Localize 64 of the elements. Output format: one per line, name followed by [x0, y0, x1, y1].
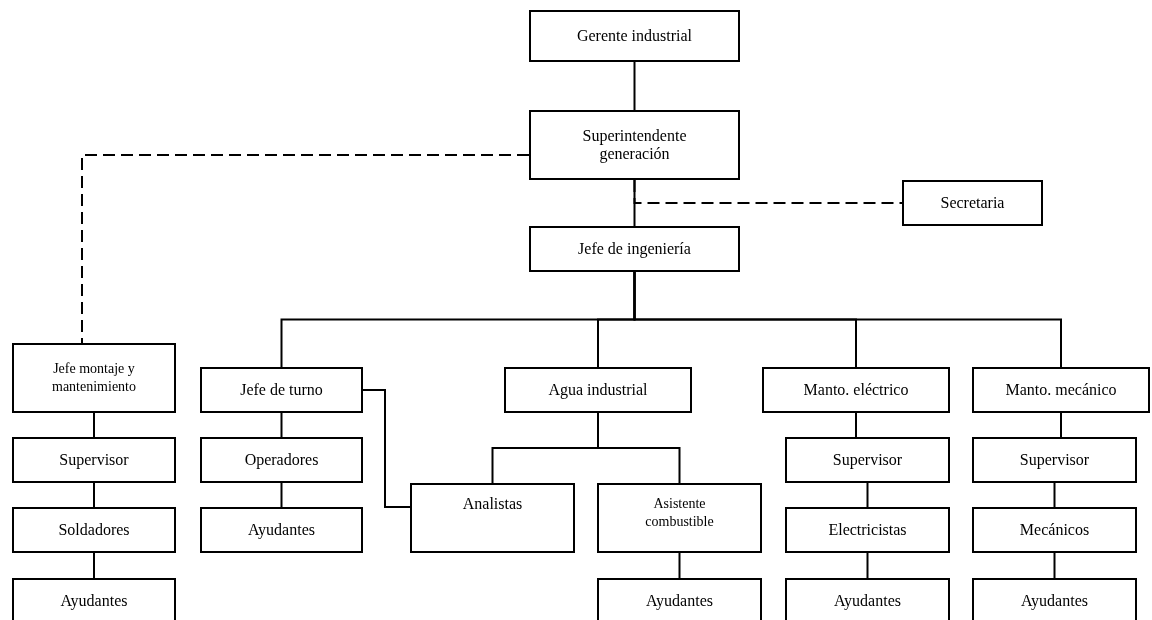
connector-line — [280, 482, 283, 508]
org-box — [529, 226, 740, 272]
org-box — [762, 367, 950, 413]
role-label: Manto. mecánico — [1004, 381, 1118, 399]
role-label: Mecánicos — [1018, 521, 1091, 539]
role-label: Agua industrial — [547, 381, 649, 399]
connector-line — [597, 412, 681, 484]
org-box — [785, 507, 950, 553]
org-box — [597, 483, 762, 553]
role-label: Supervisor — [58, 451, 130, 469]
role-label: Manto. eléctrico — [802, 381, 910, 399]
role-label: Operadores — [243, 451, 320, 469]
role-label: Asistente combustible — [644, 495, 715, 532]
role-label: Ayudantes — [645, 592, 714, 610]
org-box — [410, 483, 575, 553]
org-box — [597, 578, 762, 620]
role-label: Gerente industrial — [575, 27, 694, 45]
role-label: Ayudantes — [833, 592, 902, 610]
org-box — [200, 437, 363, 483]
org-box — [972, 578, 1137, 620]
connector-line — [633, 61, 636, 111]
connector-line — [93, 412, 95, 438]
org-box — [12, 343, 176, 413]
org-box — [785, 578, 950, 620]
org-box — [200, 367, 363, 413]
role-label: Ayudantes — [59, 592, 129, 610]
connector-line — [866, 552, 869, 579]
org-box — [529, 110, 740, 180]
connector-line — [1053, 482, 1056, 508]
org-box — [529, 10, 740, 62]
connector-line — [1060, 412, 1062, 438]
role-label: Superintendente generación — [581, 127, 688, 163]
connector-line — [1053, 552, 1056, 579]
org-box — [200, 507, 363, 553]
connector-line — [633, 271, 1062, 368]
org-box — [972, 437, 1137, 483]
role-label: Jefe montaje y mantenimiento — [51, 359, 137, 396]
dashed-connector — [81, 154, 530, 344]
role-label: Jefe de turno — [239, 381, 324, 399]
org-box — [12, 507, 176, 553]
connector-line — [93, 552, 95, 579]
role-label: Supervisor — [1018, 451, 1091, 469]
role-label: Analistas — [461, 495, 524, 513]
role-label: Electricistas — [827, 521, 908, 539]
org-box — [504, 367, 692, 413]
connector-line — [93, 482, 95, 508]
org-box — [972, 507, 1137, 553]
connector-line — [678, 552, 681, 579]
org-box — [972, 367, 1150, 413]
dashed-connector — [633, 179, 903, 204]
connector-line — [855, 412, 857, 438]
role-label: Ayudantes — [247, 521, 316, 539]
role-label: Jefe de ingeniería — [577, 240, 692, 258]
role-label: Secretaria — [939, 194, 1006, 212]
role-label: Ayudantes — [1020, 592, 1089, 610]
connector-line — [866, 482, 869, 508]
org-box — [12, 578, 176, 620]
connector-line — [362, 389, 411, 508]
org-box — [785, 437, 950, 483]
role-label: Supervisor — [831, 451, 904, 469]
connector-line — [280, 412, 283, 438]
org-box — [902, 180, 1043, 226]
role-label: Soldadores — [57, 521, 131, 539]
org-box — [12, 437, 176, 483]
